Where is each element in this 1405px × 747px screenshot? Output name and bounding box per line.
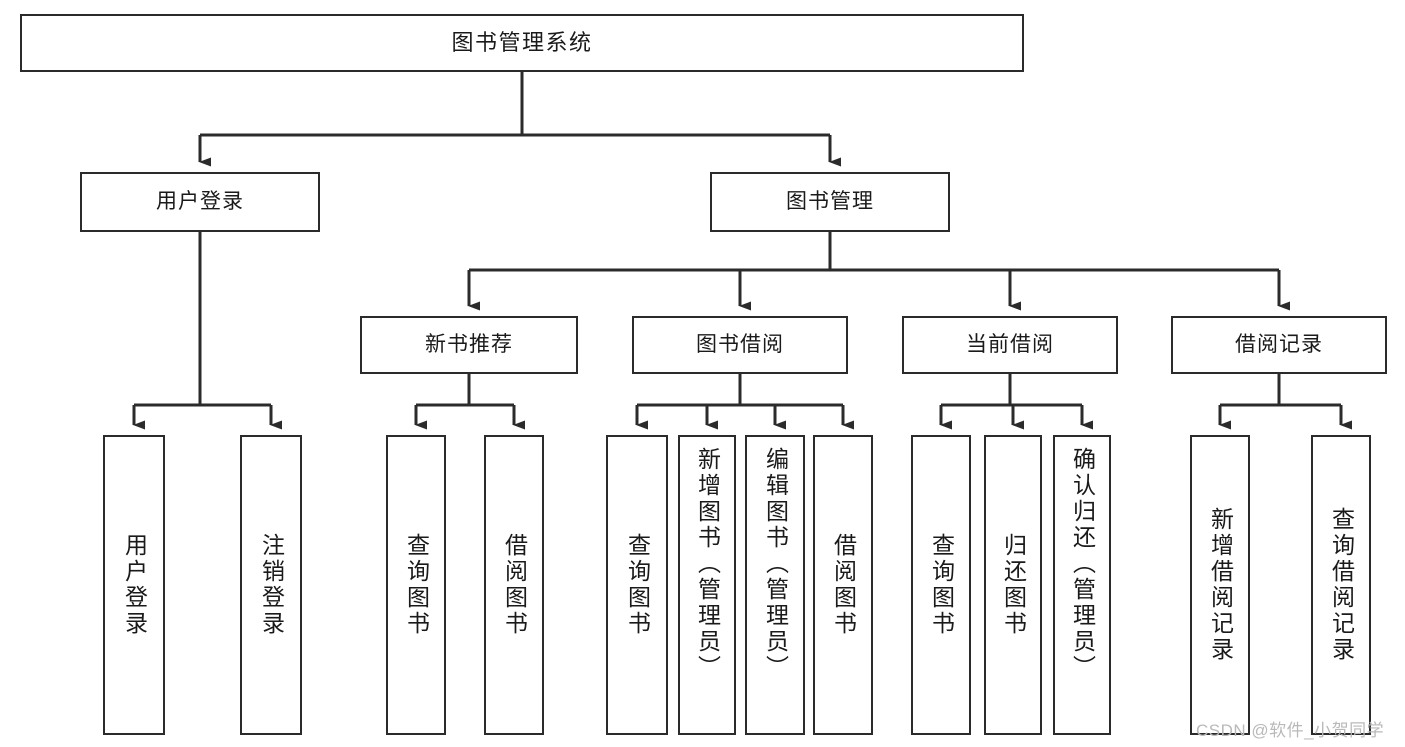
node-book-manage[interactable]: 图书管理 — [710, 172, 950, 232]
node-new-book-recommend[interactable]: 新书推荐 — [360, 316, 578, 374]
node-label: 用户登录 — [121, 533, 148, 637]
node-label: 查询借阅记录 — [1328, 507, 1355, 663]
node-leaf-confirm-return-admin[interactable]: 确认归还（管理员） — [1053, 435, 1111, 735]
node-leaf-add-book-admin[interactable]: 新增图书（管理员） — [678, 435, 736, 735]
node-leaf-add-borrow-record[interactable]: 新增借阅记录 — [1190, 435, 1250, 735]
node-leaf-user-login[interactable]: 用户登录 — [103, 435, 165, 735]
node-root-system[interactable]: 图书管理系统 — [20, 14, 1024, 72]
node-leaf-query-book-rec[interactable]: 查询图书 — [386, 435, 446, 735]
node-label: 归还图书 — [1000, 533, 1027, 637]
node-label: 确认归还（管理员） — [1069, 447, 1096, 681]
node-label: 查询图书 — [928, 533, 955, 637]
node-label: 新增图书（管理员） — [694, 447, 721, 681]
node-label: 用户登录 — [156, 189, 244, 213]
node-label: 新书推荐 — [425, 332, 513, 356]
node-leaf-query-book-current[interactable]: 查询图书 — [911, 435, 971, 735]
node-leaf-return-book[interactable]: 归还图书 — [984, 435, 1042, 735]
node-leaf-borrow-book-borrow[interactable]: 借阅图书 — [813, 435, 873, 735]
node-label: 当前借阅 — [966, 332, 1054, 356]
node-label: 借阅图书 — [501, 533, 528, 637]
node-current-borrow[interactable]: 当前借阅 — [902, 316, 1118, 374]
node-label: 图书管理 — [786, 189, 874, 213]
node-label: 图书借阅 — [696, 332, 784, 356]
node-leaf-logout[interactable]: 注销登录 — [240, 435, 302, 735]
node-label: 注销登录 — [258, 533, 285, 637]
node-label: 编辑图书（管理员） — [762, 447, 789, 681]
watermark-text: CSDN @软件_小贺同学 — [1196, 721, 1385, 740]
node-label: 查询图书 — [624, 533, 651, 637]
node-leaf-query-book-borrow[interactable]: 查询图书 — [606, 435, 668, 735]
node-label: 图书管理系统 — [451, 30, 593, 56]
node-label: 借阅记录 — [1235, 332, 1323, 356]
node-leaf-query-borrow-record[interactable]: 查询借阅记录 — [1311, 435, 1371, 735]
node-book-borrow[interactable]: 图书借阅 — [632, 316, 848, 374]
node-leaf-borrow-book-rec[interactable]: 借阅图书 — [484, 435, 544, 735]
node-user-login[interactable]: 用户登录 — [80, 172, 320, 232]
node-borrow-record[interactable]: 借阅记录 — [1171, 316, 1387, 374]
node-label: 新增借阅记录 — [1207, 507, 1234, 663]
node-label: 查询图书 — [403, 533, 430, 637]
node-leaf-edit-book-admin[interactable]: 编辑图书（管理员） — [745, 435, 805, 735]
node-label: 借阅图书 — [830, 533, 857, 637]
